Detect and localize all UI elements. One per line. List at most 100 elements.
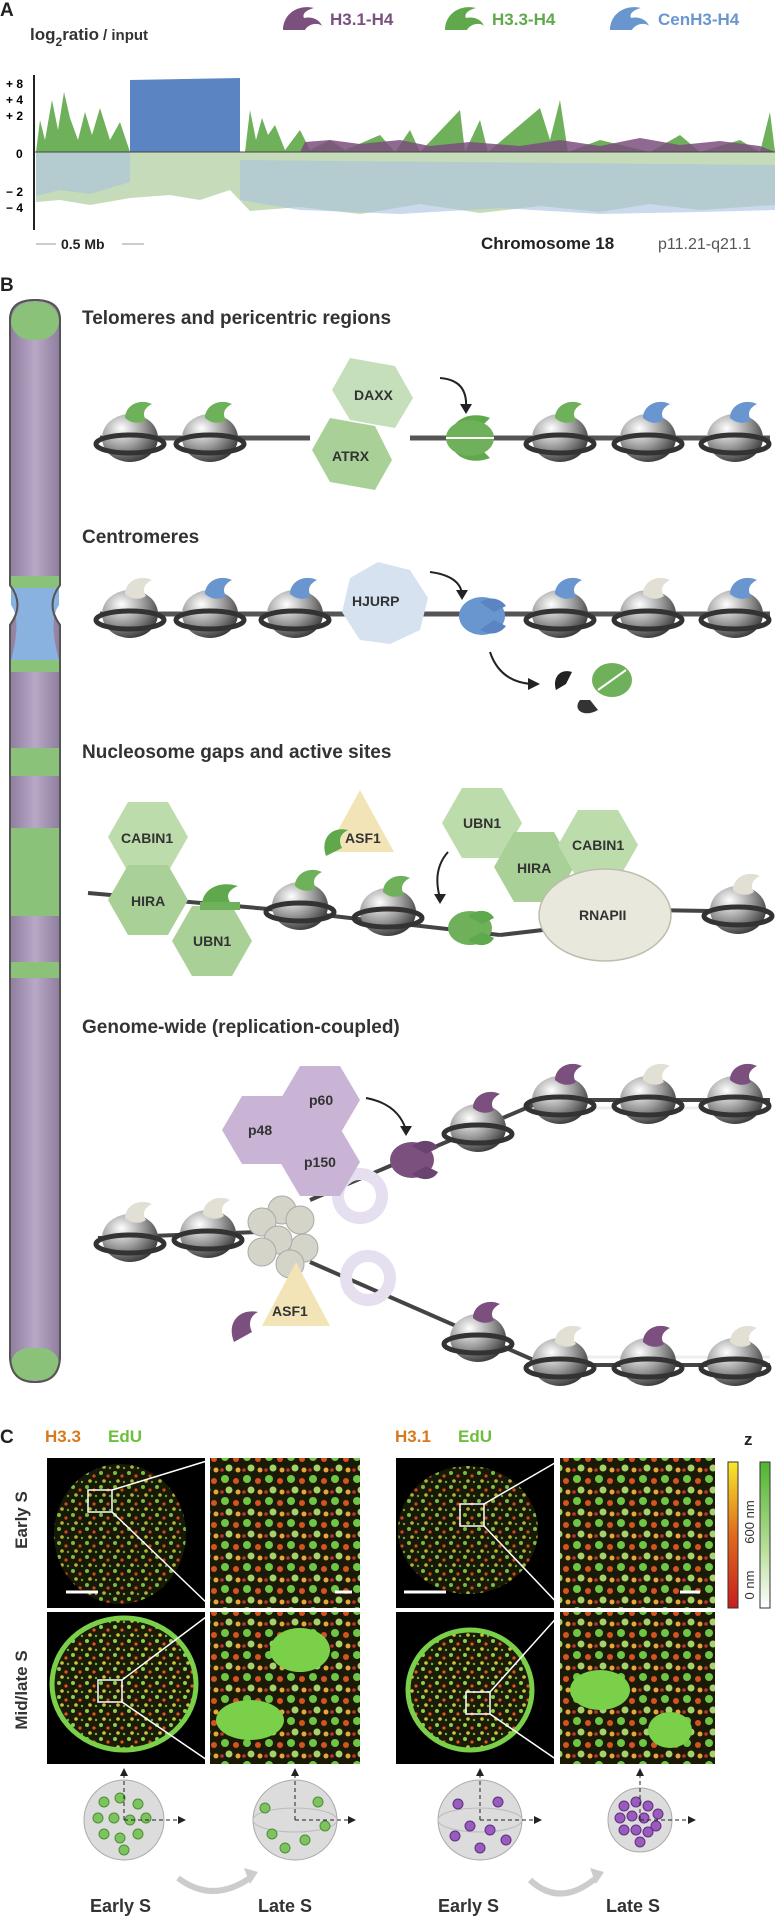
z-scale-bar-green	[759, 1461, 771, 1609]
p150-label: p150	[304, 1154, 336, 1170]
panel-a-letter: A	[0, 0, 14, 21]
ytick: 0	[16, 147, 23, 161]
ytick: − 2	[6, 185, 23, 199]
nucleosome-s4-lower-1	[441, 1301, 515, 1362]
panel-a: A log2ratio/ input H3.1-H4 H3.3-H4 CenH3…	[0, 0, 775, 253]
p48-hexagon	[222, 1096, 302, 1164]
nucleosome-s2-3	[258, 577, 332, 638]
image-h31-late-s-zoom	[560, 1612, 715, 1764]
hira-hexagon-right	[494, 832, 574, 902]
z-scale-label: z	[744, 1430, 753, 1449]
chromosome-label: Chromosome 18	[481, 234, 614, 253]
h33-on-asf1-s3	[324, 829, 348, 856]
asf1-triangle-s4	[262, 1262, 330, 1326]
nucleosome-s4-2	[171, 1197, 245, 1258]
rnapii-label: RNAPII	[579, 907, 626, 923]
nucleosome-s1-3	[523, 401, 597, 462]
positive-h31-signal	[300, 138, 775, 152]
deposit-arrow-s1	[439, 377, 468, 409]
left-title-edu: EdU	[108, 1427, 142, 1446]
eviction-arrow-s2	[489, 651, 533, 685]
nucleosome-s3-2	[351, 875, 425, 936]
nucleosome-s4-1	[93, 1201, 167, 1262]
nucleosome-s2-2	[173, 577, 247, 638]
section-title-genome-wide: Genome-wide (replication-coupled)	[82, 1017, 400, 1038]
schematic-label-h33-early: Early S	[90, 1896, 151, 1916]
hjurp-label: HJURP	[352, 593, 399, 609]
h33-dimer-s3-right	[448, 910, 494, 946]
ubn1-hexagon-left	[172, 906, 252, 976]
right-title-edu: EdU	[458, 1427, 492, 1446]
nucleosome-s4-lower-3	[611, 1325, 685, 1386]
nucleosome-s3-1	[263, 869, 337, 930]
ubn1-hexagon-right	[442, 788, 522, 858]
schematic-label-h31-late: Late S	[606, 1896, 660, 1916]
image-h33-late-s-zoom	[210, 1612, 360, 1764]
hjurp-octagon	[342, 562, 428, 644]
nucleosome-s2-5	[611, 577, 685, 638]
cabin1-hexagon-left	[108, 802, 188, 872]
sphere-h33-late	[252, 1768, 356, 1861]
chromosome-diagram	[9, 298, 61, 1384]
hira-hexagon-left	[108, 865, 188, 935]
p60-label: p60	[309, 1092, 333, 1108]
panel-c: C H3.3 EdU H3.1 EdU Early S Mid/late S	[0, 1427, 771, 1916]
z-scale-bar-warm	[727, 1461, 739, 1609]
nucleosome-s4-lower-4	[698, 1325, 772, 1386]
ubn1-label-left: UBN1	[193, 933, 231, 949]
negative-cenh3-area	[36, 152, 775, 214]
nucleosome-s4-upper-4	[698, 1063, 772, 1124]
sphere-h33-early	[83, 1768, 186, 1861]
image-h33-late-s-overview	[47, 1612, 205, 1764]
nucleosome-s4-upper-1	[441, 1091, 515, 1152]
h33-dimer-s3-left	[200, 884, 240, 910]
cabin1-hexagon-right	[558, 810, 638, 880]
nucleosome-s2-6	[698, 577, 772, 638]
section-title-telomeres: Telomeres and pericentric regions	[82, 308, 391, 329]
section-title-centromeres: Centromeres	[82, 527, 199, 548]
asf1-label-s3: ASF1	[345, 830, 381, 846]
schematic-label-h31-early: Early S	[438, 1896, 499, 1916]
hira-label-right: HIRA	[517, 860, 551, 876]
atrx-label: ATRX	[332, 448, 370, 464]
panel-b: B Telomeres and pericentric regions Cent…	[0, 275, 775, 1386]
ubn1-label-right: UBN1	[463, 815, 501, 831]
region-label: p11.21-q21.1	[658, 236, 751, 253]
nucleosome-s3-3	[701, 873, 775, 934]
row-label-mid-late-s: Mid/late S	[12, 1650, 31, 1729]
row-label-early-s: Early S	[12, 1491, 31, 1549]
legend-cenh3: CenH3-H4	[610, 7, 740, 30]
nucleosome-s4-upper-3	[611, 1063, 685, 1124]
image-h31-late-s-overview	[396, 1612, 554, 1764]
nucleosome-s4-upper-2	[523, 1063, 597, 1124]
nucleosome-s1-1	[93, 401, 167, 462]
histone-cenh3-icon	[610, 7, 649, 30]
cabin1-label-right: CABIN1	[572, 837, 624, 853]
right-title-h31: H3.1	[395, 1427, 431, 1446]
nucleosome-s1-5	[698, 401, 772, 462]
legend-h31-label: H3.1-H4	[330, 10, 394, 29]
p48-label: p48	[248, 1122, 272, 1138]
section-title-gaps: Nucleosome gaps and active sites	[82, 742, 391, 763]
legend-cenh3-label: CenH3-H4	[658, 10, 740, 29]
sphere-h31-early	[437, 1768, 542, 1861]
asf1-triangle-s3	[326, 790, 394, 852]
nucleosome-s2-1	[93, 577, 167, 638]
ytick: − 4	[6, 201, 23, 215]
image-h31-early-s-zoom	[560, 1458, 715, 1608]
transition-arrow-right	[527, 1875, 598, 1897]
z-scale-bottom: 0 nm	[742, 1571, 757, 1600]
daxx-hexagon	[332, 358, 413, 428]
y-axis-label: log2ratio/ input	[30, 25, 148, 49]
legend-h33: H3.3-H4	[445, 7, 556, 30]
pcna-ring-lower	[340, 1250, 396, 1306]
deposit-arrow-s4	[365, 1097, 407, 1131]
scale-bar-label: 0.5 Mb	[61, 236, 105, 252]
left-title-h33: H3.3	[45, 1427, 81, 1446]
deposit-arrow-s3	[436, 851, 449, 899]
daxx-label: DAXX	[354, 387, 394, 403]
evicted-histones	[554, 663, 632, 714]
h31-on-asf1-s4	[231, 1311, 258, 1342]
nucleosome-s1-2	[173, 401, 247, 462]
legend-h33-label: H3.3-H4	[492, 10, 556, 29]
